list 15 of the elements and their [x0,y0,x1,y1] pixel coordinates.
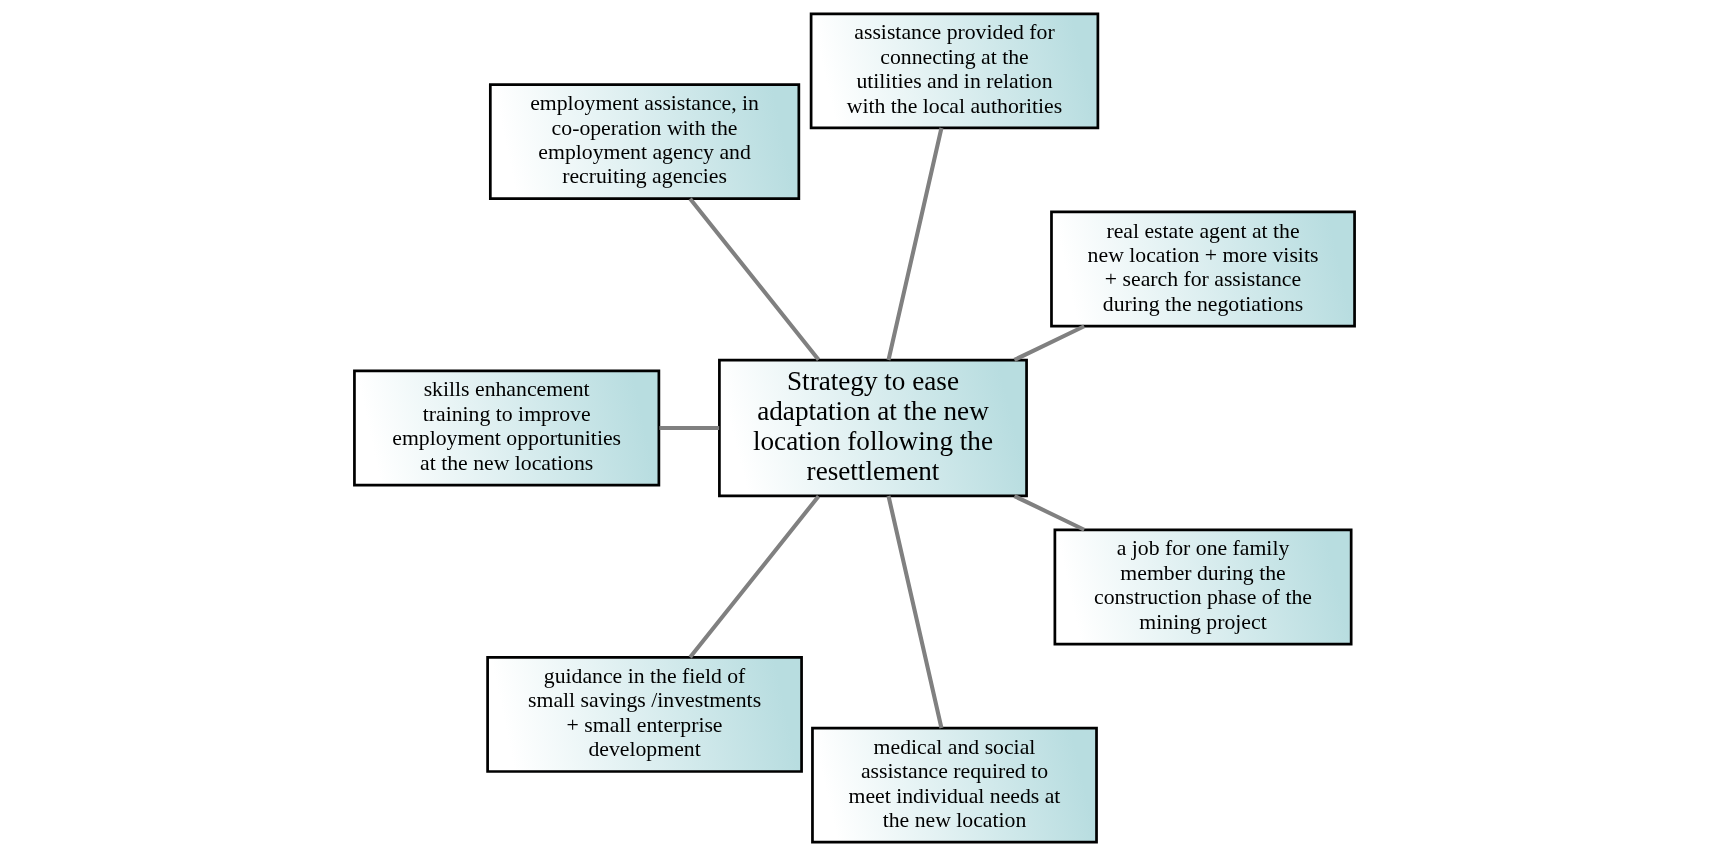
node-box: skills enhancement training to improve employment opportunities at the new locations [353,369,661,487]
connector [1013,494,1086,532]
connector [1013,324,1086,362]
node-box: guidance in the field of small savings /investments + small enterprise development [486,655,803,773]
node-box: a job for one family member during the construction phase of the mining project [1053,528,1353,646]
connector [659,425,720,431]
connector [688,197,821,362]
connector [886,495,944,729]
connector [886,127,944,361]
node-box: medical and social assistance required to meet individual needs at the new location [811,726,1098,844]
node-box: assistance provided for connecting at the utilities and in relation with the local authorities [809,12,1100,130]
connector [688,494,821,659]
node-box: Strategy to ease adaptation at the new location following the resettlement [718,358,1028,498]
node-box: employment assistance, in co-operation with the employment agency and recruiting agencies [488,83,801,201]
node-box: real estate agent at the new location + more visits + search for assistance during the negotiations [1050,210,1356,328]
